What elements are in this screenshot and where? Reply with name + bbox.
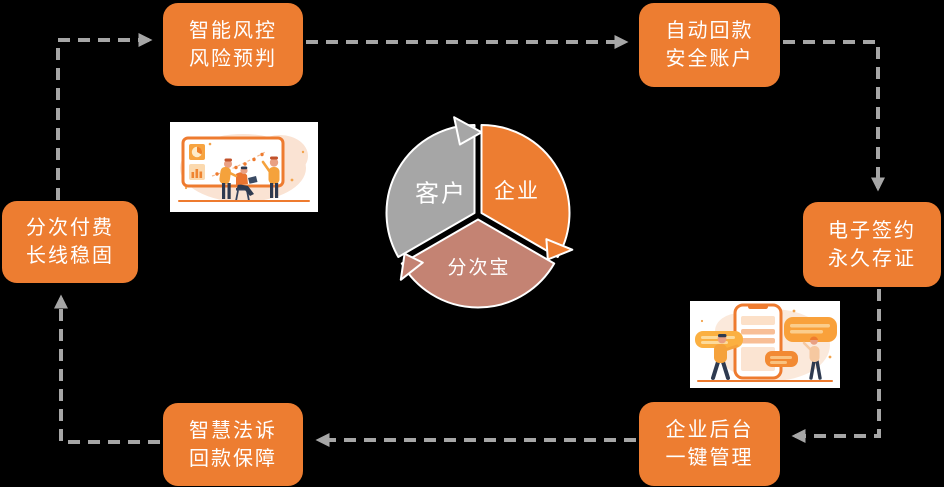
pie-arrow-tip-enterprise — [545, 238, 574, 261]
chat-bubble-right-small — [765, 351, 798, 367]
person-pointing — [711, 334, 739, 380]
node-enterprise-backend: 企业后台 一键管理 — [639, 402, 780, 486]
node-label-line: 智慧法诉 — [189, 419, 277, 442]
phone-chat-art — [695, 303, 837, 382]
arrow-install-to-risk — [56, 33, 153, 200]
chat-bubble-right-large — [784, 317, 837, 342]
pie-segment-product — [399, 218, 556, 309]
pie-arrow-tip-product — [399, 252, 424, 281]
person-helper — [219, 158, 238, 199]
pie-arrow-tip-customer — [453, 116, 483, 146]
pie-label-enterprise: 企业 — [494, 180, 540, 203]
node-label-line: 回款保障 — [189, 447, 277, 470]
person-laptop — [235, 166, 258, 202]
pie-segment-enterprise — [480, 124, 574, 261]
node-smart-legal: 智慧法诉 回款保障 — [163, 403, 303, 486]
node-label-line: 智能风控 — [189, 19, 277, 42]
node-label-line: 一键管理 — [665, 447, 754, 469]
arrow-legal-to-install — [54, 294, 160, 444]
node-label-line: 电子签约 — [828, 219, 916, 242]
arrow-sign-to-backend — [791, 289, 881, 443]
node-label-line: 风险预判 — [189, 47, 277, 70]
analytics-meeting-art — [178, 134, 310, 202]
node-label-line: 长线稳固 — [26, 245, 114, 267]
analytics-meeting-illustration — [170, 122, 318, 212]
node-label-line: 企业后台 — [665, 419, 754, 441]
dashboard-board — [181, 136, 285, 188]
node-label-line: 自动回款 — [665, 20, 754, 42]
node-auto-repayment: 自动回款 安全账户 — [639, 3, 780, 87]
node-label-line: 分次付费 — [26, 217, 114, 239]
phone-chat-illustration — [690, 301, 840, 388]
node-label-line: 安全账户 — [665, 48, 754, 70]
node-installment-pay: 分次付费 长线稳固 — [2, 201, 138, 283]
person-capped — [802, 336, 822, 380]
pie-label-product: 分次宝 — [447, 257, 511, 279]
person-presenter — [261, 156, 280, 198]
pie-label-customer: 客户 — [415, 180, 467, 208]
node-smart-risk: 智能风控 风险预判 — [163, 3, 303, 86]
cycle-pie-chart — [385, 116, 574, 309]
node-e-sign: 电子签约 永久存证 — [803, 202, 941, 287]
arrow-repay-to-sign — [783, 40, 885, 192]
node-label-line: 永久存证 — [828, 247, 916, 270]
pie-segment-customer — [385, 116, 483, 258]
